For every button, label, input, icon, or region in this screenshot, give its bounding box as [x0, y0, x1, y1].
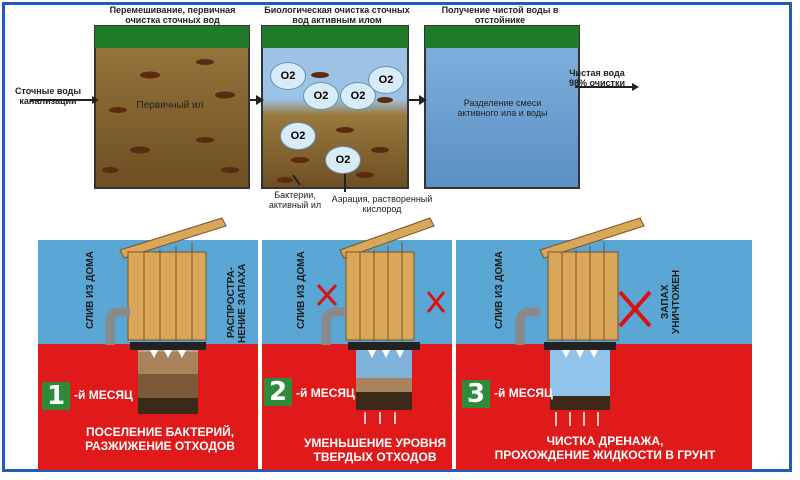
- panel1-right-vertical: РАСПРОСТРА-НЕНИЕ ЗАПАХА: [226, 263, 248, 343]
- panel1-number: 1: [42, 382, 70, 410]
- panel2-number: 2: [264, 378, 292, 406]
- panel3-caption: ЧИСТКА ДРЕНАЖА, ПРОХОЖДЕНИЕ ЖИДКОСТИ В Г…: [494, 434, 716, 462]
- panel3-left-vertical: СЛИВ ИЗ ДОМА: [494, 251, 505, 329]
- outhouse-1: [105, 217, 227, 414]
- o2-bubble: O2: [270, 62, 306, 90]
- panel3-month: -й МЕСЯЦ: [494, 386, 553, 400]
- panel2-caption: УМЕНЬШЕНИЕ УРОВНЯ ТВЕРДЫХ ОТХОДОВ: [303, 436, 447, 464]
- outflow-label: Чистая вода 98% очистки: [569, 68, 625, 88]
- panel1-month: -й МЕСЯЦ: [74, 388, 133, 402]
- tank-3: [424, 25, 580, 189]
- o2-bubble: O2: [303, 82, 339, 110]
- panel2-month: -й МЕСЯЦ: [296, 386, 355, 400]
- o2-bubble: O2: [280, 122, 316, 150]
- frame-border: [2, 2, 792, 472]
- panel3-right-vertical: ЗАПАХ УНИЧТОЖЕН: [660, 269, 682, 335]
- tank1-label: Первичный ил: [136, 100, 204, 111]
- drain-arrows: [364, 412, 599, 426]
- tank2-title: Биологическая очистка сточных вод активн…: [264, 5, 410, 25]
- tank1-title: Перемешивание, первичная очистка сточных…: [109, 5, 236, 25]
- o2-bubble: O2: [325, 146, 361, 174]
- tank3-title: Получение чистой воды в отстойнике: [441, 5, 559, 25]
- panel1-left-vertical: СЛИВ ИЗ ДОМА: [85, 251, 96, 329]
- panel1-caption: ПОСЕЛЕНИЕ БАКТЕРИЙ, РАЗЖИЖЕНИЕ ОТХОДОВ: [85, 425, 235, 453]
- outhouse-2: [316, 217, 446, 410]
- inflow-label: Сточные воды канализации: [14, 86, 82, 106]
- tank-1: [94, 25, 250, 189]
- panel2-left-vertical: СЛИВ ИЗ ДОМА: [296, 251, 307, 329]
- panel3-number: 3: [462, 380, 490, 408]
- bacteria-label: Бактерии, активный ил: [268, 190, 322, 210]
- tank3-label: Разделение смеси активного ила и воды: [457, 98, 548, 118]
- outhouse-3: [515, 217, 652, 410]
- o2-bubble: O2: [368, 66, 404, 94]
- aeration-label: Аэрация, растворенный кислород: [331, 194, 433, 214]
